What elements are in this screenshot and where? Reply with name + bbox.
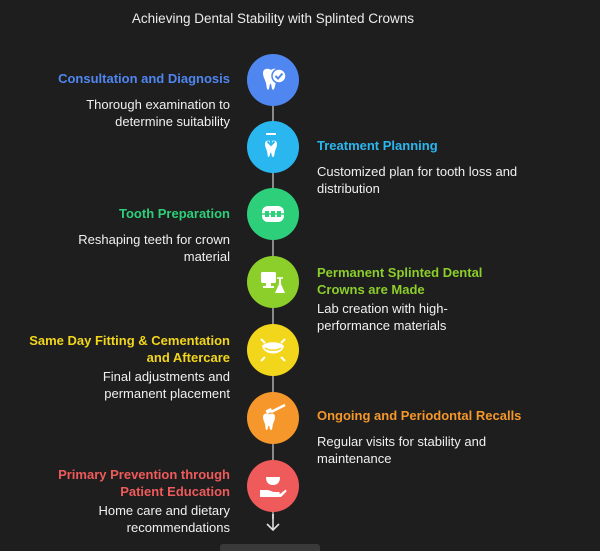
- braces-icon: [247, 188, 299, 240]
- step-heading: Consultation and Diagnosis: [58, 71, 230, 86]
- tooth-brush-icon: [247, 392, 299, 444]
- bottom-scroll-bar: [220, 544, 320, 551]
- step-description: Customized plan for tooth loss and distr…: [317, 164, 518, 196]
- step-heading: Ongoing and Periodontal Recalls: [317, 408, 522, 423]
- timeline-arrow-icon: [266, 514, 280, 532]
- step-heading: Same Day Fitting & Cementation and After…: [29, 333, 230, 365]
- step-description: Lab creation with high-performance mater…: [317, 301, 448, 333]
- step-heading: Treatment Planning: [317, 138, 438, 153]
- hand-bowl-icon: [247, 460, 299, 512]
- step-heading: Primary Prevention through Patient Educa…: [58, 467, 230, 499]
- tooth-download-icon: [247, 121, 299, 173]
- step-prevention-education: Primary Prevention through Patient Educa…: [40, 466, 230, 536]
- step-heading: Permanent Splinted Dental Crowns are Mad…: [317, 265, 483, 297]
- step-periodontal-recalls: Ongoing and Periodontal Recalls Regular …: [317, 407, 521, 467]
- step-tooth-preparation: Tooth Preparation Reshaping teeth for cr…: [40, 205, 230, 265]
- step-crowns-made: Permanent Splinted Dental Crowns are Mad…: [317, 264, 507, 334]
- lab-flask-icon: [247, 256, 299, 308]
- step-description: Final adjustments and permanent placemen…: [102, 369, 230, 401]
- step-heading: Tooth Preparation: [119, 206, 230, 221]
- step-fitting-aftercare: Same Day Fitting & Cementation and After…: [20, 332, 230, 402]
- step-treatment-planning: Treatment Planning Customized plan for t…: [317, 137, 527, 197]
- tooth-check-icon: [247, 54, 299, 106]
- step-consultation: Consultation and Diagnosis Thorough exam…: [40, 70, 230, 130]
- step-description: Home care and dietary recommendations: [98, 503, 230, 535]
- step-description: Thorough examination to determine suitab…: [86, 97, 230, 129]
- diagram-title: Achieving Dental Stability with Splinted…: [131, 11, 415, 26]
- mouth-fit-icon: [247, 324, 299, 376]
- step-description: Regular visits for stability and mainten…: [317, 434, 487, 466]
- step-description: Reshaping teeth for crown material: [78, 232, 230, 264]
